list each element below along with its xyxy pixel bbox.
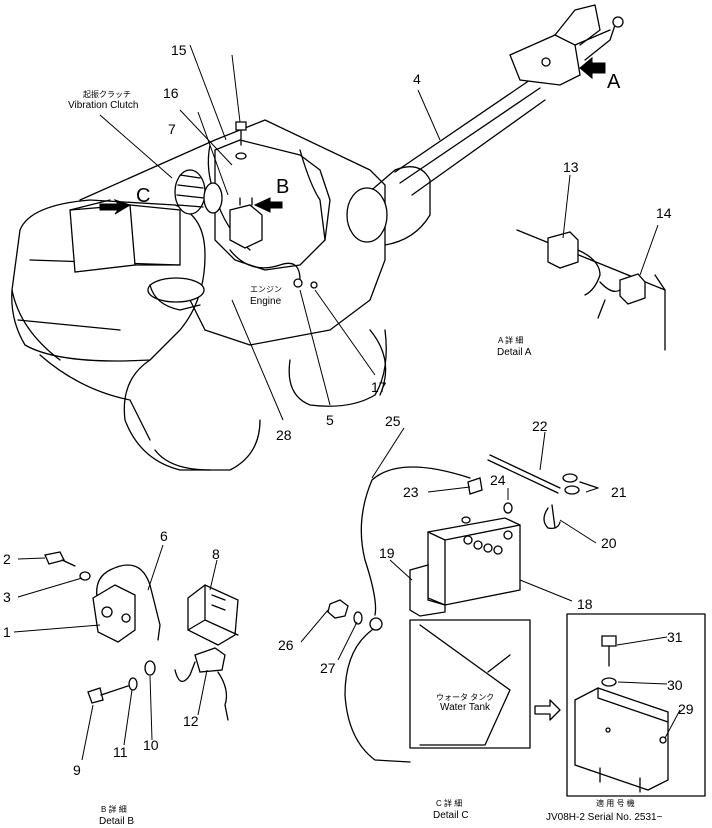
- detail-b-view: [13, 544, 239, 761]
- callout-2: 2: [3, 551, 11, 567]
- callout-9: 9: [73, 762, 81, 778]
- callout-21: 21: [611, 484, 627, 500]
- water-tank-label: Water Tank: [440, 702, 491, 713]
- callout-20: 20: [601, 535, 617, 551]
- callout-1: 1: [3, 624, 11, 640]
- detail-b-label: Detail B: [99, 816, 134, 827]
- view-arrow-c-label: C: [136, 185, 150, 207]
- callout-18: 18: [577, 596, 593, 612]
- callout-24: 24: [490, 472, 506, 488]
- machine-main-view: [11, 4, 624, 471]
- callout-8: 8: [212, 546, 220, 562]
- callout-23: 23: [403, 484, 419, 500]
- callout-5: 5: [326, 412, 334, 428]
- callout-19: 19: [379, 545, 395, 561]
- callout-22: 22: [532, 418, 548, 434]
- vibration-clutch-jp-label: 起振クラッチ: [83, 89, 131, 99]
- callout-7: 7: [168, 121, 176, 137]
- callout-28: 28: [276, 427, 292, 443]
- detail-a-view: [516, 174, 666, 351]
- callout-17: 17: [371, 379, 387, 395]
- callout-27: 27: [320, 660, 336, 676]
- callout-26: 26: [278, 637, 294, 653]
- callout-13: 13: [563, 159, 579, 175]
- callout-10: 10: [143, 737, 159, 753]
- serial-label: JV08H-2 Serial No. 2531~: [546, 812, 663, 823]
- engine-label: Engine: [250, 296, 282, 307]
- caption-labels: 起振クラッチ Vibration Clutch エンジン Engine A 詳 …: [68, 89, 663, 827]
- callout-31: 31: [667, 629, 683, 645]
- callout-15: 15: [171, 42, 187, 58]
- engine-jp-label: エンジン: [250, 285, 282, 294]
- callout-16: 16: [163, 85, 179, 101]
- callout-25: 25: [385, 413, 401, 429]
- callout-11: 11: [113, 744, 128, 760]
- callout-12: 12: [183, 713, 199, 729]
- view-arrow-a-label: A: [607, 71, 621, 93]
- vibration-clutch-label: Vibration Clutch: [68, 100, 138, 111]
- detail-a-jp-label: A 詳 細: [498, 335, 523, 345]
- callout-4: 4: [413, 71, 421, 87]
- callout-6: 6: [160, 528, 168, 544]
- callout-numbers: 1 2 3 4 5 6 7 8 9 10 11 12 13 14 15 16 1…: [3, 42, 694, 778]
- detail-c-label: Detail C: [433, 810, 469, 821]
- callout-14: 14: [656, 205, 672, 221]
- detail-b-jp-label: B 詳 細: [101, 804, 127, 814]
- serial-detail-view: [566, 613, 706, 797]
- view-arrow-letters: A B C: [136, 71, 621, 207]
- detail-a-label: Detail A: [497, 347, 532, 358]
- detail-c-jp-label: C 詳 細: [436, 798, 462, 808]
- callout-29: 29: [678, 701, 694, 717]
- callout-3: 3: [3, 589, 11, 605]
- serial-jp-label: 適 用 号 機: [596, 798, 635, 808]
- callout-30: 30: [667, 677, 683, 693]
- view-arrow-b-label: B: [276, 176, 289, 198]
- detail-c-view: [300, 427, 599, 763]
- water-tank-jp-label: ウォータ タンク: [436, 693, 494, 702]
